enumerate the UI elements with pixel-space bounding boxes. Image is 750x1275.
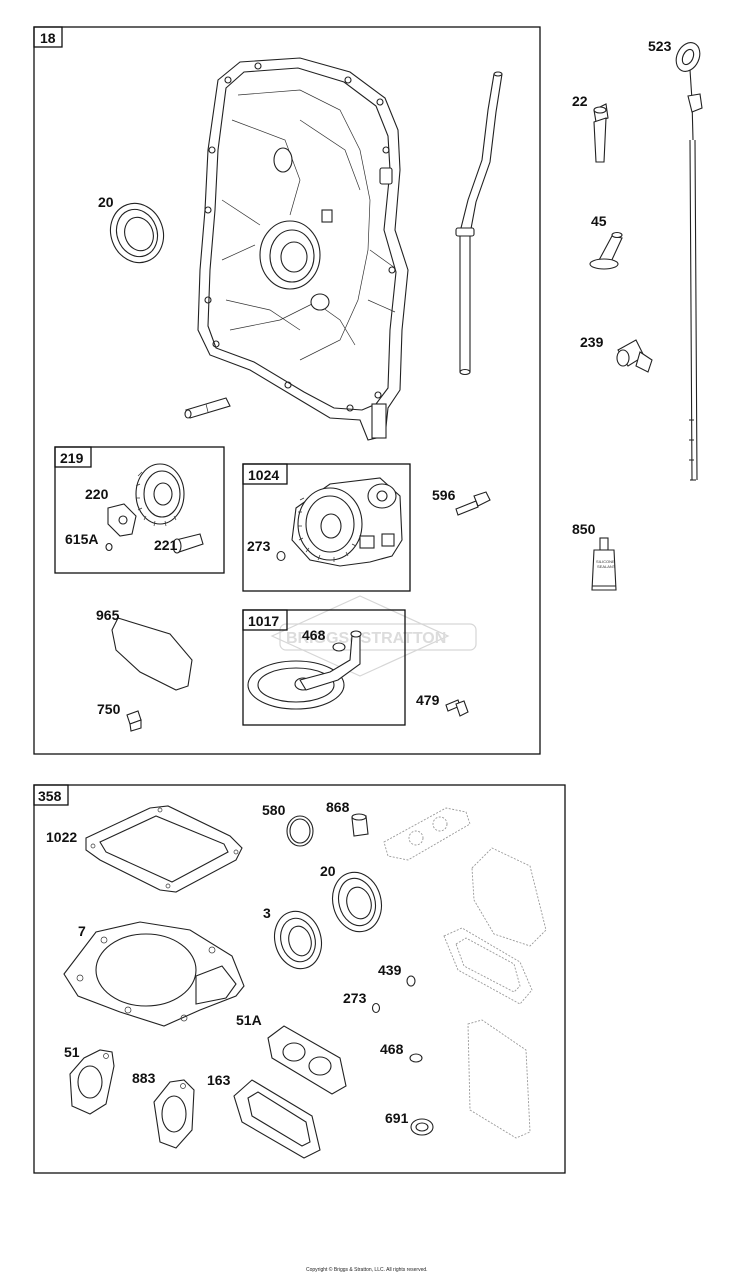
label-51: 51 [64, 1044, 80, 1060]
label-596: 596 [432, 487, 456, 503]
group-1024-number: 1024 [248, 467, 279, 483]
label-51A: 51A [236, 1012, 262, 1028]
label-523: 523 [648, 38, 672, 54]
dipstick-tube[interactable] [455, 71, 503, 376]
group-1024: 1024 273 [242, 463, 411, 592]
label-479: 479 [416, 692, 440, 708]
o-ring-580[interactable] [286, 815, 314, 847]
dowel-pin[interactable] [184, 397, 231, 419]
reference-parts-not-included [383, 807, 547, 1139]
group-219-frame [54, 446, 225, 574]
bolt-596[interactable] [455, 491, 491, 516]
oil-sensor-239[interactable] [616, 339, 653, 373]
group-219-number: 219 [60, 450, 84, 466]
group-358-number: 358 [38, 788, 62, 804]
group-18-tab [33, 26, 63, 48]
label-221: 221 [154, 537, 178, 553]
sealant-text-2: SEALANT [597, 564, 616, 569]
label-750: 750 [97, 701, 121, 717]
label-20-cover: 20 [98, 194, 114, 210]
valve-seal-868[interactable] [351, 813, 369, 837]
group-18: 18 BRIGGS&STRATTON [33, 26, 541, 755]
label-273-pump: 273 [247, 538, 271, 554]
governor-shaft-221[interactable] [172, 533, 204, 554]
o-ring-273-set[interactable] [371, 1002, 381, 1014]
sealant-text-1: SILICONE [596, 559, 615, 564]
group-18-frame [33, 26, 541, 755]
group-358: 358 1022 580 868 [33, 784, 566, 1174]
gasket-51A[interactable] [267, 1025, 347, 1095]
group-219: 219 220 615A 221 [54, 446, 225, 574]
group-18-number: 18 [40, 30, 56, 46]
label-7: 7 [78, 923, 86, 939]
bolt-22[interactable] [593, 103, 609, 163]
group-358-frame [33, 784, 566, 1174]
brand-watermark: BRIGGS&STRATTON [270, 595, 477, 677]
crankcase-cover[interactable] [197, 57, 409, 441]
oil-seal-20-set[interactable] [326, 867, 388, 937]
gasket-51[interactable] [69, 1049, 115, 1115]
head-gasket-7[interactable] [63, 921, 245, 1027]
label-615A: 615A [65, 531, 98, 547]
oil-pump[interactable] [291, 477, 403, 567]
gasket-1022[interactable] [85, 805, 243, 893]
gasket-163[interactable] [233, 1079, 321, 1159]
watermark-text: BRIGGS&STRATTON [286, 630, 446, 647]
oil-seal-3[interactable] [268, 906, 327, 974]
label-20-set: 20 [320, 863, 336, 879]
group-1017-frame [242, 609, 406, 726]
label-965: 965 [96, 607, 120, 623]
group-1017-number: 1017 [248, 613, 279, 629]
label-3: 3 [263, 905, 271, 921]
group-1024-frame [242, 463, 411, 592]
label-868: 868 [326, 799, 350, 815]
silicone-sealant-850[interactable]: SILICONE SEALANT [591, 537, 617, 591]
label-239: 239 [580, 334, 604, 350]
oil-pickup[interactable] [247, 630, 362, 710]
label-1022: 1022 [46, 829, 77, 845]
governor-gear[interactable] [135, 463, 185, 527]
oil-seal-20[interactable] [102, 196, 171, 270]
label-45: 45 [591, 213, 607, 229]
label-850: 850 [572, 521, 596, 537]
label-468-set: 468 [380, 1041, 404, 1057]
copyright-notice: Copyright © Briggs & Stratton, LLC. All … [306, 1266, 428, 1273]
bolt-479[interactable] [445, 699, 469, 717]
label-273-set: 273 [343, 990, 367, 1006]
label-691: 691 [385, 1110, 409, 1126]
o-ring-468-set[interactable] [409, 1053, 423, 1063]
label-22: 22 [572, 93, 588, 109]
o-ring-468-pickup[interactable] [332, 642, 346, 652]
gasket-965[interactable] [111, 617, 193, 691]
label-468-pickup: 468 [302, 627, 326, 643]
seal-691[interactable] [410, 1118, 434, 1136]
label-220: 220 [85, 486, 109, 502]
bolt-750[interactable] [126, 710, 142, 732]
label-439: 439 [378, 962, 402, 978]
retaining-ring-615A[interactable] [105, 542, 113, 552]
group-1017: 1017 468 [242, 609, 406, 726]
o-ring-273-pump[interactable] [276, 550, 286, 562]
o-ring-439[interactable] [406, 975, 416, 987]
label-883: 883 [132, 1070, 156, 1086]
dipstick-523[interactable] [672, 39, 705, 481]
label-580: 580 [262, 802, 286, 818]
gasket-883[interactable] [153, 1079, 195, 1149]
pin-45[interactable] [589, 231, 623, 270]
governor-cup-220[interactable] [107, 503, 137, 537]
label-163: 163 [207, 1072, 231, 1088]
